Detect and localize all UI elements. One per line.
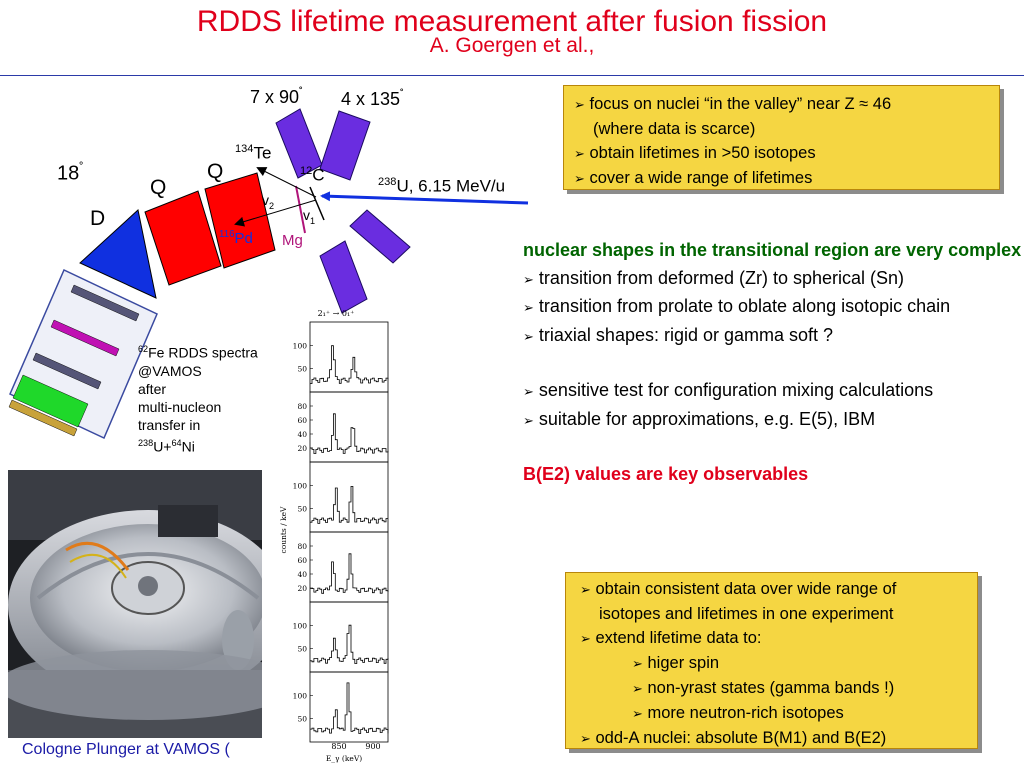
beam-arrow [320,191,529,205]
label-dipole: D [90,207,106,230]
key-observable: B(E2) values are key observables [523,464,809,484]
focal-plane-orange-strip [8,399,78,437]
motivation-bullet-1: ➢ transition from deformed (Zr) to spher… [523,267,905,288]
experiment-goals-box: ➢ obtain consistent data over wide range… [565,572,978,749]
te-trajectory [256,167,317,198]
spectrum-tick-label: 50 [297,365,307,374]
label-18deg: 18˚ [57,160,84,185]
motivation-bullet-5: ➢ suitable for approximations, e.g. E(5)… [523,408,876,429]
spectra-x-axis-label: E_γ (keV) [326,754,362,763]
label-q2: Q [207,160,224,183]
spectrum-tick-label: 100 [293,691,308,700]
label-mg: Mg [282,232,303,249]
motivation-bullet-2: ➢ transition from prolate to oblate alon… [523,296,951,316]
mg-stopper [295,185,306,234]
spectrum-tick-label: 80 [297,542,307,551]
focal-plane-green-block [12,374,89,428]
label-7x90: 7 x 90˚ [250,86,303,107]
slide-title: RDDS lifetime measurement after fusion f… [196,5,828,38]
spectrum-tick-label: 100 [293,621,308,630]
spectra-transition-label: 2₁⁺ → 0₁⁺ [318,309,355,318]
spectra-x-tick-850: 850 [331,742,346,751]
spectrum-tick-label: 20 [297,584,307,593]
slide-subtitle: A. Goergen et al., [429,34,595,57]
spectrum-tick-label: 50 [297,505,307,514]
photo-caption: Cologne Plunger at VAMOS ( [22,741,230,758]
rdds-spectra-figure: 2₁⁺ → 0₁⁺ counts / keV 100 50 80 60 40 20 100 5… [279,309,389,763]
physics-motivation: nuclear shapes in the transitional regio… [523,237,1024,489]
target-foil [309,186,325,221]
label-q1: Q [150,176,167,199]
spectrum-tick-label: 60 [297,416,307,425]
spectra-x-tick-900: 900 [365,742,380,751]
label-beam: 238U, 6.15 MeV/u [378,176,506,196]
spectrum-tick-label: 80 [297,402,307,411]
spectrum-trace-1 [310,345,389,384]
setup-diagram [8,108,529,440]
spectra-caption: 62Fe RDDS spectra @VAMOS after multi-nuc… [138,344,258,455]
spectrum-tick-label: 100 [293,341,308,350]
label-pd116: 116Pd [219,229,253,247]
motivation-bullet-4: ➢ sensitive test for configuration mixin… [523,380,934,400]
label-v1: v1 [303,207,316,226]
pd-trajectory [234,199,317,227]
title-divider [0,75,1024,76]
dipole-magnet [79,209,157,299]
focal-plane-strip-1 [70,284,140,322]
spectra-y-axis-label: counts / keV [279,506,288,554]
focal-plane-strip-3 [32,352,102,390]
focal-plane-strip-2 [50,319,120,357]
spectrum-trace-4 [310,553,389,594]
detector-90deg-lower [319,240,368,314]
spectrum-trace-3 [310,486,388,524]
spectrum-tick-label: 40 [297,570,307,579]
spectrum-tick-label: 20 [297,444,307,453]
motivation-heading: nuclear shapes in the transitional regio… [523,240,1022,260]
label-v2: v2 [262,192,275,211]
label-te134: 134Te [235,143,272,163]
spectrum-trace-2 [310,413,389,454]
detector-135deg-upper [319,110,371,181]
motivation-bullet-3: ➢ triaxial shapes: rigid or gamma soft ? [523,324,834,345]
plunger-photo [8,470,262,738]
spectrum-tick-label: 40 [297,430,307,439]
spectrum-trace-6 [310,682,389,734]
label-c12: 12C [300,165,325,185]
spectrum-tick-label: 100 [293,481,308,490]
spectrum-tick-label: 50 [297,715,307,724]
spectrum-panel-6 [309,671,389,743]
spectrum-trace-5 [310,624,389,664]
label-4x135: 4 x 135˚ [341,88,404,109]
spectrum-tick-label: 60 [297,556,307,565]
quadrupole-1 [144,190,222,286]
detector-135deg-lower-right [349,209,411,264]
goals-box: ➢ focus on nuclei “in the valley” near Z… [563,85,1000,190]
spectrum-tick-label: 50 [297,645,307,654]
